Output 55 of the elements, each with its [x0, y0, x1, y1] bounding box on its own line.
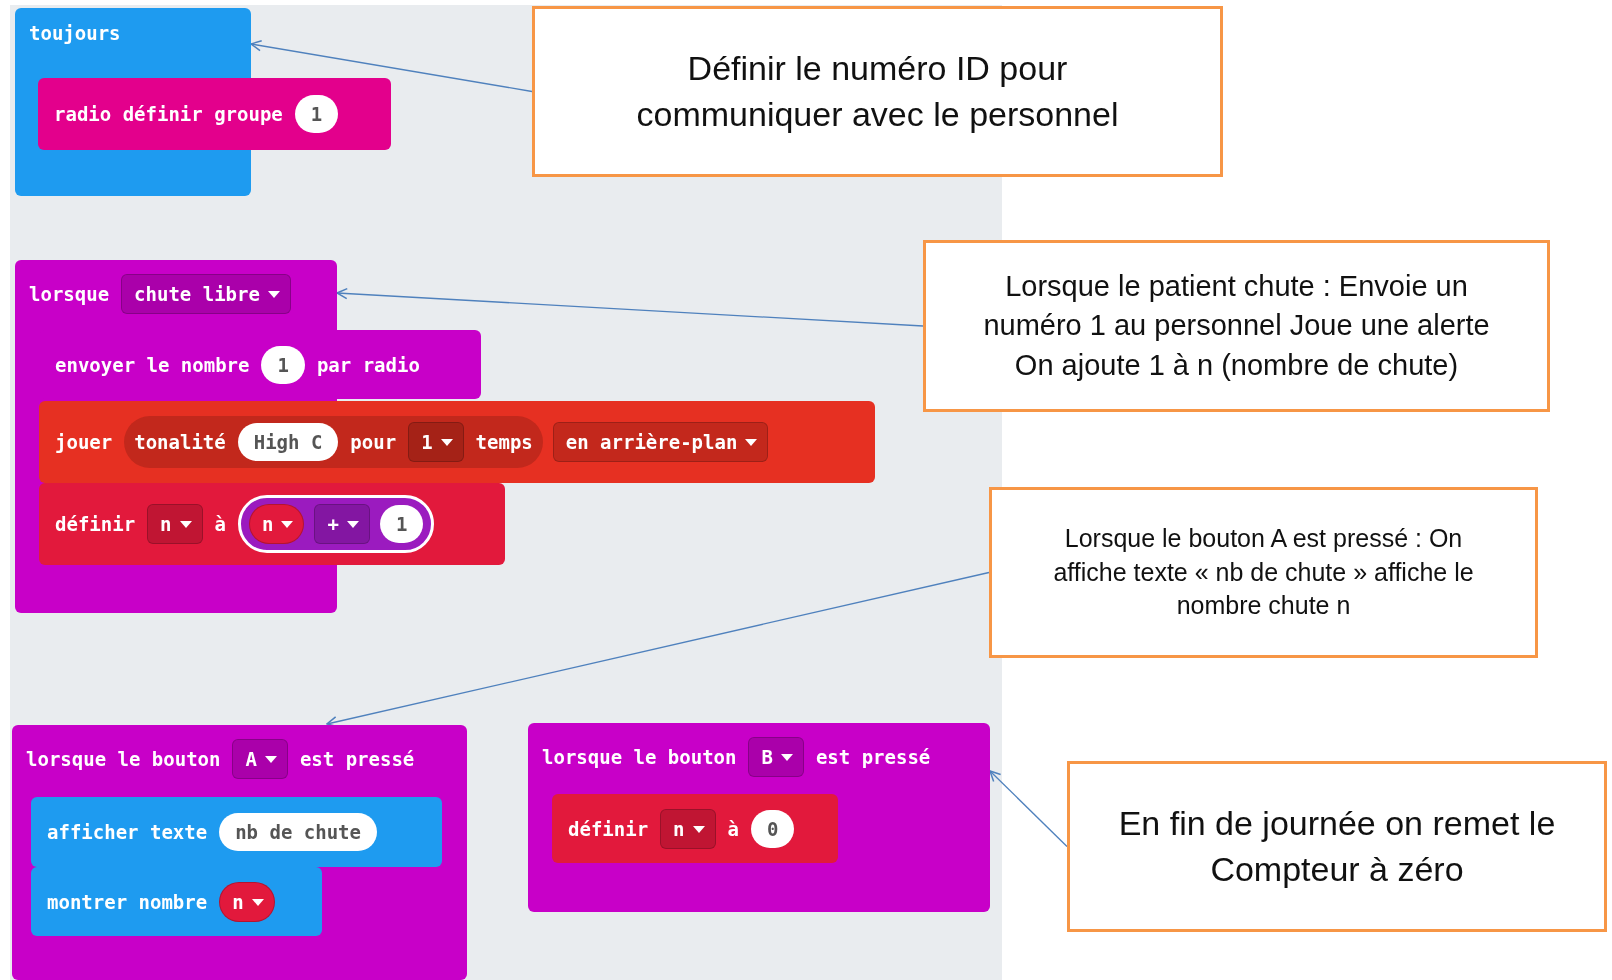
- dropdown: B: [748, 737, 804, 777]
- code-block: [31, 867, 322, 936]
- callout-text: En fin de journée on remet le Compteur à zéro: [1117, 802, 1557, 890]
- leader-line: [250, 40, 533, 93]
- leader-line: [989, 770, 1068, 848]
- leader-line: [326, 571, 990, 728]
- value-field: High C: [237, 423, 339, 461]
- callout-text: Lorsque le patient chute : Envoie un numéro 1 au personnel Joue une alerte On ajoute 1 à n (nombre de chute): [982, 269, 1491, 383]
- block-label: définir: [54, 513, 137, 535]
- leader-line: [336, 287, 924, 327]
- block-label: toujours: [28, 22, 122, 44]
- block-label: lorsque le bouton: [541, 746, 738, 768]
- dropdown: n: [660, 808, 716, 849]
- dropdown: en arrière-plan: [552, 422, 769, 462]
- block-label: temps: [474, 431, 534, 453]
- callout-box: [989, 487, 1538, 658]
- block-label: envoyer le nombre: [54, 353, 251, 376]
- block-label: tonalité: [133, 431, 227, 453]
- block-label: afficher texte: [46, 821, 209, 843]
- block-label: jouer: [54, 431, 114, 453]
- block-label: lorsque: [28, 283, 111, 305]
- code-block: [552, 794, 838, 863]
- callout-box: [1067, 761, 1607, 932]
- dropdown: A: [232, 739, 288, 779]
- code-block: [31, 797, 442, 867]
- callout-box: [923, 240, 1550, 412]
- block-label: à: [726, 817, 740, 840]
- code-block: [39, 483, 505, 565]
- variable-dropdown: n: [219, 881, 275, 922]
- code-block: [38, 78, 391, 150]
- block-label: à: [213, 513, 227, 535]
- dropdown: chute libre: [121, 274, 291, 314]
- block-label: par radio: [315, 353, 421, 376]
- block-label: est pressé: [814, 746, 932, 768]
- value-field: 1: [294, 95, 339, 133]
- value-field: 0: [751, 809, 795, 848]
- code-block: [39, 401, 875, 483]
- block-label: est pressé: [298, 748, 416, 770]
- dropdown: n: [147, 504, 203, 544]
- dropdown: +: [314, 504, 370, 544]
- value-field: 1: [379, 505, 424, 543]
- dropdown: 1: [408, 422, 464, 462]
- value-field: 1: [261, 345, 305, 384]
- block-label: définir: [567, 817, 650, 840]
- variable-dropdown: n: [249, 504, 305, 544]
- value-field: nb de chute: [219, 813, 377, 851]
- block-label: radio définir groupe: [53, 103, 284, 125]
- block-label: lorsque le bouton: [25, 748, 222, 770]
- callout-text: Lorsque le bouton A est pressé : On affiche texte « nb de chute » affiche le nombre chute n: [1052, 522, 1475, 622]
- event-block: [528, 723, 990, 912]
- block-label: montrer nombre: [46, 890, 209, 913]
- block-label: pour: [349, 431, 398, 453]
- callout-text: Définir le numéro ID pour communiquer avec le personnel: [635, 47, 1120, 135]
- callout-box: [532, 6, 1223, 177]
- event-block: [12, 725, 467, 980]
